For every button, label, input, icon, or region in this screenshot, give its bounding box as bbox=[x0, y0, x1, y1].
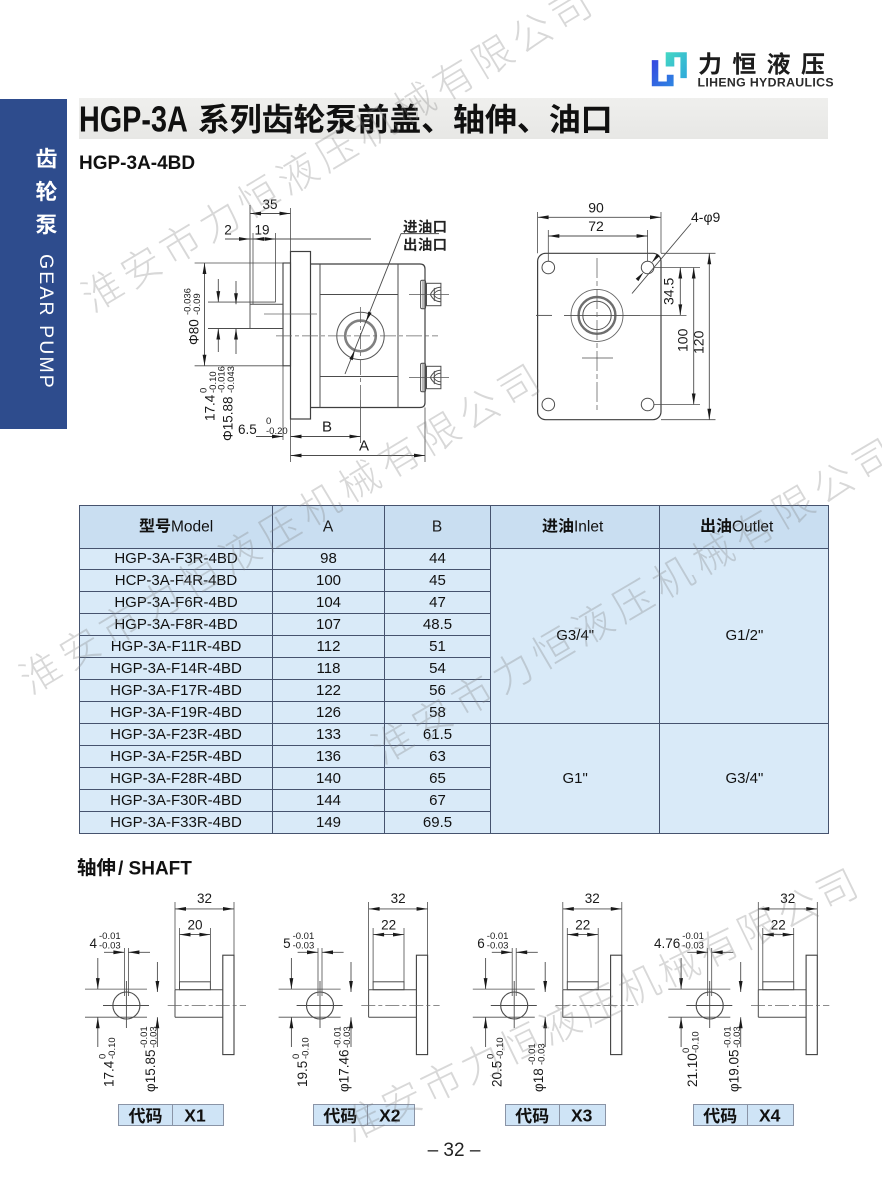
svg-text:– 32 –: – 32 – bbox=[428, 1140, 481, 1161]
svg-text:32: 32 bbox=[780, 891, 795, 906]
svg-text:-0.10: -0.10 bbox=[208, 371, 219, 393]
svg-text:17.4: 17.4 bbox=[203, 394, 218, 421]
svg-text:-0.01: -0.01 bbox=[682, 931, 704, 942]
svg-text:32: 32 bbox=[197, 891, 212, 906]
svg-text:4: 4 bbox=[89, 936, 97, 951]
svg-text:-0.03: -0.03 bbox=[732, 1026, 743, 1048]
svg-text:0: 0 bbox=[681, 1048, 692, 1053]
svg-text:φ17.46: φ17.46 bbox=[337, 1049, 352, 1092]
svg-text:-0.03: -0.03 bbox=[682, 941, 704, 952]
svg-text:20.5: 20.5 bbox=[489, 1061, 504, 1087]
svg-text:35: 35 bbox=[262, 197, 277, 212]
svg-text:17.4: 17.4 bbox=[102, 1060, 117, 1087]
svg-text:-0.01: -0.01 bbox=[293, 931, 315, 942]
svg-text:0: 0 bbox=[266, 416, 271, 427]
svg-text:0: 0 bbox=[485, 1054, 496, 1059]
svg-text:22: 22 bbox=[771, 918, 786, 933]
svg-text:-0.20: -0.20 bbox=[266, 426, 288, 437]
svg-text:-0.01: -0.01 bbox=[487, 931, 509, 942]
svg-text:φ15.85: φ15.85 bbox=[143, 1049, 158, 1092]
svg-text:A: A bbox=[359, 438, 369, 455]
svg-text:32: 32 bbox=[585, 891, 600, 906]
svg-text:/ SHAFT: / SHAFT bbox=[118, 859, 192, 880]
svg-text:20: 20 bbox=[187, 918, 202, 933]
svg-text:72: 72 bbox=[588, 218, 604, 234]
svg-text:-0.01: -0.01 bbox=[139, 1026, 150, 1048]
svg-text:-0.10: -0.10 bbox=[690, 1031, 701, 1053]
svg-text:Φ80: Φ80 bbox=[187, 319, 202, 345]
svg-text:-0.01: -0.01 bbox=[333, 1026, 344, 1048]
svg-text:-0.01: -0.01 bbox=[99, 931, 121, 942]
svg-text:φ19.05: φ19.05 bbox=[726, 1049, 741, 1092]
svg-text:0: 0 bbox=[98, 1054, 109, 1059]
svg-text:LIHENG HYDRAULICS: LIHENG HYDRAULICS bbox=[698, 76, 834, 90]
svg-text:-0.03: -0.03 bbox=[149, 1026, 160, 1048]
svg-text:-0.03: -0.03 bbox=[487, 941, 509, 952]
svg-text:-0.03: -0.03 bbox=[99, 941, 121, 952]
svg-text:-0.09: -0.09 bbox=[192, 293, 203, 315]
svg-text:22: 22 bbox=[381, 918, 396, 933]
svg-text:34.5: 34.5 bbox=[661, 278, 677, 305]
svg-text:0: 0 bbox=[199, 388, 210, 393]
svg-text:22: 22 bbox=[575, 918, 590, 933]
svg-text:4.76: 4.76 bbox=[654, 936, 680, 951]
svg-text:21.10: 21.10 bbox=[685, 1053, 700, 1087]
svg-text:Φ15.88: Φ15.88 bbox=[221, 396, 236, 441]
svg-text:-0.043: -0.043 bbox=[226, 366, 237, 393]
svg-text:90: 90 bbox=[588, 200, 604, 216]
svg-text:32: 32 bbox=[391, 891, 406, 906]
svg-text:-0.03: -0.03 bbox=[293, 941, 315, 952]
svg-text:19.5: 19.5 bbox=[295, 1061, 310, 1087]
svg-text:φ18: φ18 bbox=[531, 1068, 546, 1092]
svg-text:-0.036: -0.036 bbox=[183, 288, 194, 315]
svg-text:-0.03: -0.03 bbox=[342, 1026, 353, 1048]
svg-text:6: 6 bbox=[477, 936, 485, 951]
svg-text:6.5: 6.5 bbox=[238, 422, 257, 437]
svg-text:100: 100 bbox=[675, 328, 691, 352]
svg-text:-0.03: -0.03 bbox=[536, 1043, 547, 1065]
svg-text:-0.01: -0.01 bbox=[527, 1043, 538, 1065]
svg-text:2: 2 bbox=[224, 223, 232, 238]
svg-text:-0.016: -0.016 bbox=[217, 366, 228, 393]
svg-text:-0.10: -0.10 bbox=[495, 1037, 506, 1059]
svg-text:0: 0 bbox=[291, 1054, 302, 1059]
svg-text:-0.01: -0.01 bbox=[722, 1026, 733, 1048]
svg-text:-0.10: -0.10 bbox=[107, 1037, 118, 1059]
svg-text:-0.10: -0.10 bbox=[301, 1037, 312, 1059]
svg-text:4-φ9: 4-φ9 bbox=[691, 209, 721, 225]
svg-text:120: 120 bbox=[691, 330, 707, 354]
svg-text:5: 5 bbox=[283, 936, 291, 951]
svg-text:19: 19 bbox=[254, 223, 269, 238]
svg-text:B: B bbox=[322, 419, 332, 436]
